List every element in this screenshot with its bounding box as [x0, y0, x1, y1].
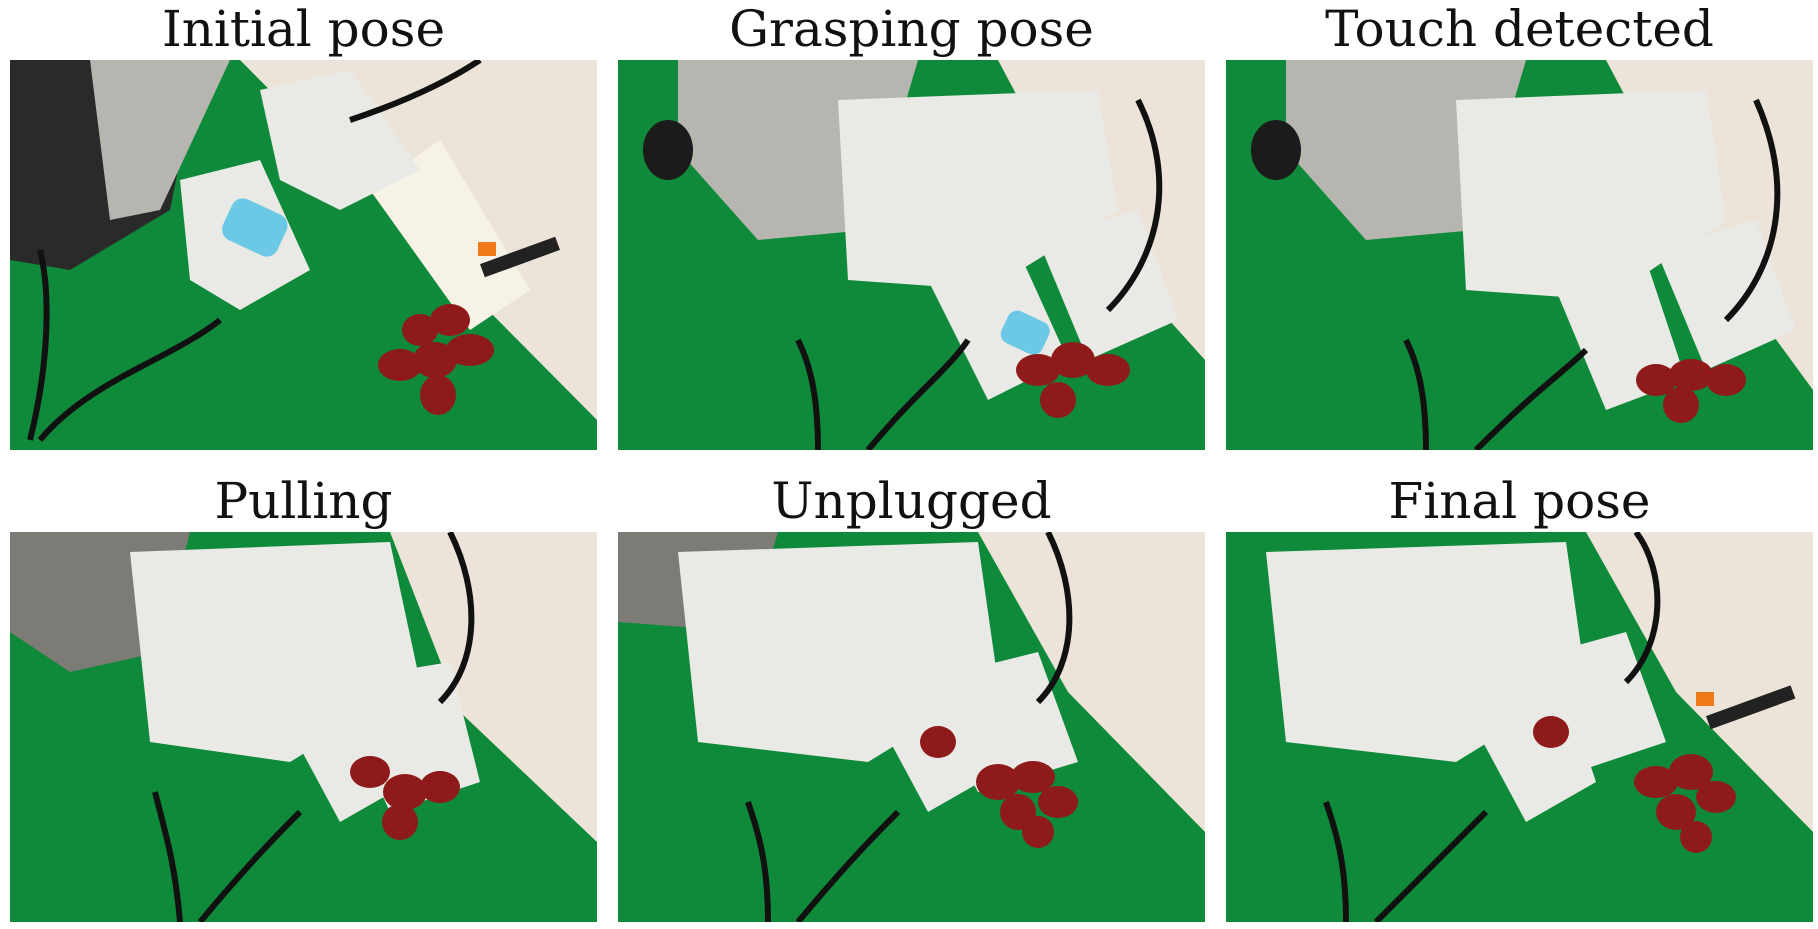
caption: Grasping pose	[729, 0, 1094, 58]
caption: Touch detected	[1325, 0, 1714, 58]
caption: Pulling	[214, 472, 393, 530]
caption: Initial pose	[161, 0, 446, 58]
robot-grasp-photo	[1226, 532, 1813, 922]
photo-grasping-pose	[618, 60, 1205, 450]
photo-unplugged	[618, 532, 1205, 922]
caption: Unplugged	[771, 472, 1052, 530]
robot-grasp-photo	[10, 60, 597, 450]
robot-grasp-photo	[1226, 60, 1813, 450]
robot-grasp-photo	[618, 532, 1205, 922]
photo-pulling	[10, 532, 597, 922]
photo-initial-pose	[10, 60, 597, 450]
caption: Final pose	[1388, 472, 1651, 530]
photo-touch-detected	[1226, 60, 1813, 450]
robot-grasp-photo	[10, 532, 597, 922]
robot-grasp-photo	[618, 60, 1205, 450]
photo-final-pose	[1226, 532, 1813, 922]
